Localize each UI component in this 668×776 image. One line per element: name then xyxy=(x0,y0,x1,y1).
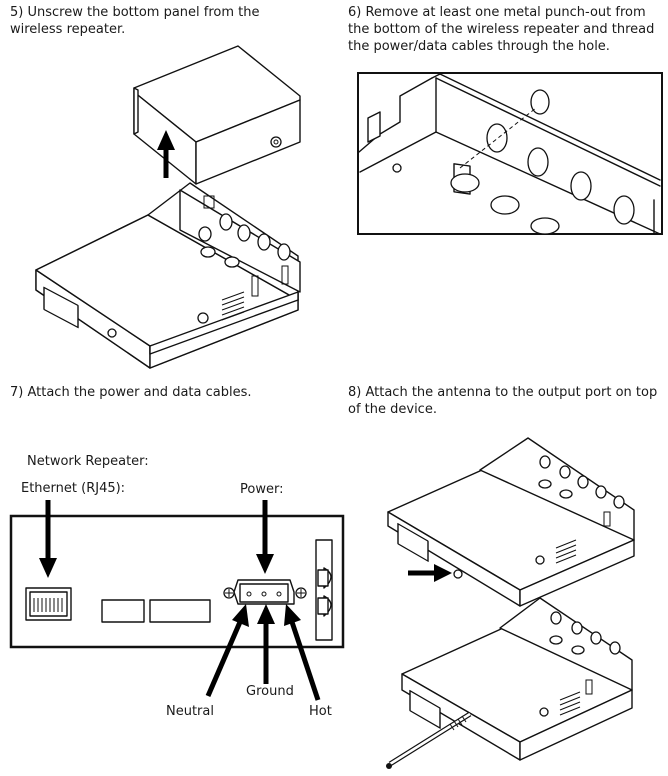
step-5-text: 5) Unscrew the bottom panel from the wir… xyxy=(10,5,260,37)
network-repeater-label: Network Repeater: xyxy=(27,454,149,469)
neutral-label: Neutral xyxy=(166,704,214,719)
punch-out-detail xyxy=(358,73,661,235)
bottom-panel-lid xyxy=(133,45,301,185)
ground-arrow xyxy=(257,604,275,684)
zoom-frame xyxy=(357,72,663,235)
step-6-text: 6) Remove at least one metal punch-out f… xyxy=(348,5,655,54)
open-chassis xyxy=(35,182,301,369)
ground-label: Ground xyxy=(246,684,294,699)
device-upper xyxy=(387,437,635,607)
neutral-arrow xyxy=(205,604,249,697)
step-7-text: 7) Attach the power and data cables. xyxy=(10,385,252,400)
power-label: Power: xyxy=(240,482,284,497)
lift-arrow xyxy=(157,130,175,178)
hot-label: Hot xyxy=(309,704,332,719)
device-lower xyxy=(401,597,633,761)
antenna-port-arrow xyxy=(408,564,452,582)
ethernet-arrow xyxy=(39,500,57,578)
ethernet-label: Ethernet (RJ45): xyxy=(21,481,126,496)
power-arrow xyxy=(256,500,274,574)
label-slot-2 xyxy=(149,599,211,623)
antenna xyxy=(386,711,472,769)
repeater-back-panel xyxy=(9,514,345,649)
rj45-port xyxy=(25,587,72,621)
power-terminal-block xyxy=(223,579,307,605)
side-bracket xyxy=(315,539,333,641)
step-8-text: 8) Attach the antenna to the output port… xyxy=(348,385,658,417)
label-slot-1 xyxy=(101,599,145,623)
